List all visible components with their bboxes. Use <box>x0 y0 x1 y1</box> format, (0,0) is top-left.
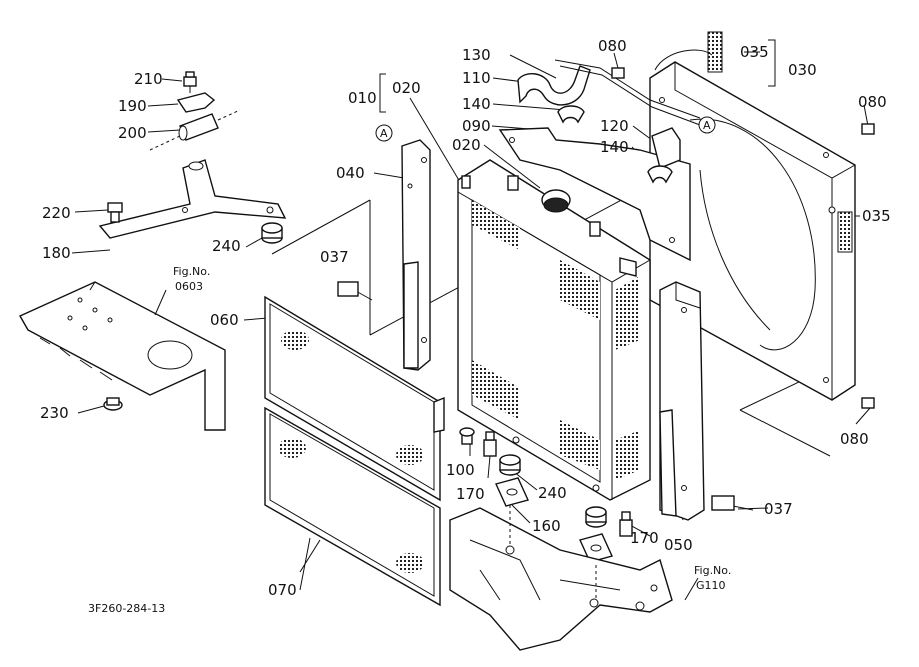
callout-120: 120 <box>600 117 629 135</box>
callout-035-upper: 035 <box>740 43 769 61</box>
callout-110: 110 <box>462 69 491 87</box>
figure-ref-g110-label: Fig.No. <box>694 564 731 577</box>
callout-060: 060 <box>210 311 239 329</box>
drawing-number: 3F260-284-13 <box>88 602 165 615</box>
screen-070-part <box>264 406 441 607</box>
label-035-side <box>837 211 853 253</box>
callout-035-side: 035 <box>862 207 891 225</box>
callout-220: 220 <box>42 204 71 222</box>
callout-070: 070 <box>268 581 297 599</box>
callout-090: 090 <box>462 117 491 135</box>
svg-text:A: A <box>380 127 388 140</box>
marker-a-right: A <box>698 116 716 134</box>
callout-170-right: 170 <box>630 529 659 547</box>
callout-200: 200 <box>118 124 147 142</box>
callout-130: 130 <box>462 46 491 64</box>
clamp-140-upper <box>557 105 585 124</box>
bolt-100-part <box>459 427 475 445</box>
clamp-120-part <box>651 127 681 169</box>
callout-020-left: 020 <box>392 79 421 97</box>
rubber-mount-240-lower <box>499 454 521 476</box>
bolt-080-upper-right-part <box>861 123 875 135</box>
figure-ref-0603: Fig.No. 0603 <box>173 265 210 293</box>
callout-010: 010 <box>348 89 377 107</box>
clamp-190-part <box>176 92 216 113</box>
pipe-200-part <box>178 113 219 141</box>
radiator-010-part <box>457 159 651 501</box>
bolt-220-part <box>107 202 123 223</box>
label-037-right <box>711 495 735 511</box>
hose-assembly <box>498 59 701 262</box>
bolt-210-part <box>183 71 197 93</box>
side-plate-050-part <box>659 281 705 521</box>
callout-210: 210 <box>134 70 163 88</box>
frame-0603-part <box>19 281 226 431</box>
figure-ref-0603-number: 0603 <box>175 280 203 293</box>
label-035-upper <box>707 31 723 73</box>
callout-030: 030 <box>788 61 817 79</box>
hose-090-part <box>498 127 691 262</box>
callout-190: 190 <box>118 97 147 115</box>
bolt-230-part <box>103 397 123 411</box>
callout-240-lower: 240 <box>538 484 567 502</box>
callout-037-left: 037 <box>320 248 349 266</box>
bolt-080-lower-part <box>861 397 875 409</box>
callout-140-upper: 140 <box>462 95 491 113</box>
hose-130-part <box>517 65 591 106</box>
callout-labels: 210 190 200 220 180 240 230 060 070 040 … <box>40 37 891 599</box>
callout-040: 040 <box>336 164 365 182</box>
clamp-140-lower <box>647 165 673 184</box>
bolt-170-left-part <box>483 431 497 457</box>
bottom-mounts <box>459 67 875 563</box>
mount-160-right-part <box>579 533 613 563</box>
callout-180: 180 <box>42 244 71 262</box>
callout-230: 230 <box>40 404 69 422</box>
bolt-080-top-part <box>611 67 625 79</box>
callout-020-right: 020 <box>452 136 481 154</box>
callout-050: 050 <box>664 536 693 554</box>
callout-140-lower: 140 <box>600 138 629 156</box>
figure-ref-g110: Fig.No. G110 <box>694 564 731 592</box>
side-plate-040-part <box>401 139 431 371</box>
bracket-180-part <box>98 159 287 239</box>
rubber-mount-240-upper <box>261 222 283 244</box>
support-bracket-assembly <box>19 71 287 431</box>
svg-text:A: A <box>703 119 711 132</box>
frame-g110-part <box>449 505 673 651</box>
figure-ref-g110-number: G110 <box>696 579 726 592</box>
callout-080-right: 080 <box>858 93 887 111</box>
callout-080-bottom: 080 <box>840 430 869 448</box>
label-037-left <box>337 281 359 297</box>
mount-160-left-part <box>495 477 529 507</box>
rubber-mount-right <box>585 506 607 528</box>
marker-a-left: A <box>375 124 393 142</box>
callout-037-right: 037 <box>764 500 793 518</box>
callout-160: 160 <box>532 517 561 535</box>
bolt-170-right-part <box>619 511 633 537</box>
figure-ref-0603-label: Fig.No. <box>173 265 210 278</box>
screen-060-part <box>264 295 445 502</box>
callout-080-top: 080 <box>598 37 627 55</box>
callout-240-upper: 240 <box>212 237 241 255</box>
callout-170-left: 170 <box>456 485 485 503</box>
callout-100: 100 <box>446 461 475 479</box>
